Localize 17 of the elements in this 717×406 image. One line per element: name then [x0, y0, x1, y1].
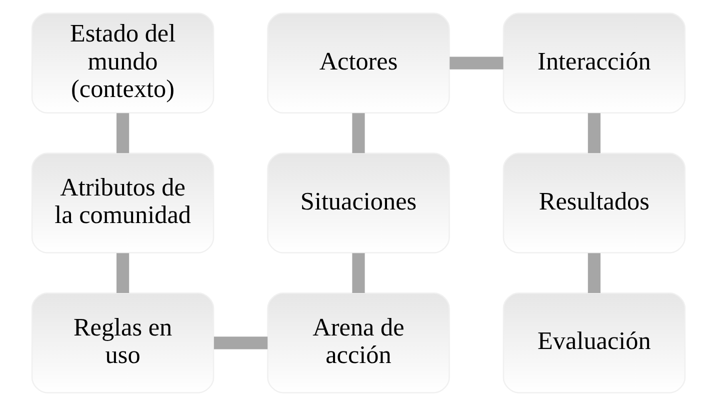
- node-box: Arena de acción: [267, 292, 450, 394]
- node-box: Estado del mundo (contexto): [31, 12, 214, 114]
- node-box: Interacción: [502, 12, 686, 114]
- connector: [116, 113, 130, 154]
- node-box: Atributos de la comunidad: [31, 152, 214, 254]
- connector: [588, 113, 600, 154]
- connector: [352, 253, 365, 293]
- node-box: Situaciones: [267, 152, 450, 254]
- node-box: Reglas en uso: [31, 292, 214, 394]
- connector: [352, 113, 365, 154]
- connector: [450, 56, 504, 70]
- node-box: Resultados: [502, 152, 686, 254]
- connector: [214, 336, 268, 350]
- node-box: Evaluación: [502, 292, 686, 394]
- node-box: Actores: [267, 12, 450, 114]
- connector: [116, 253, 130, 293]
- connector: [588, 253, 600, 293]
